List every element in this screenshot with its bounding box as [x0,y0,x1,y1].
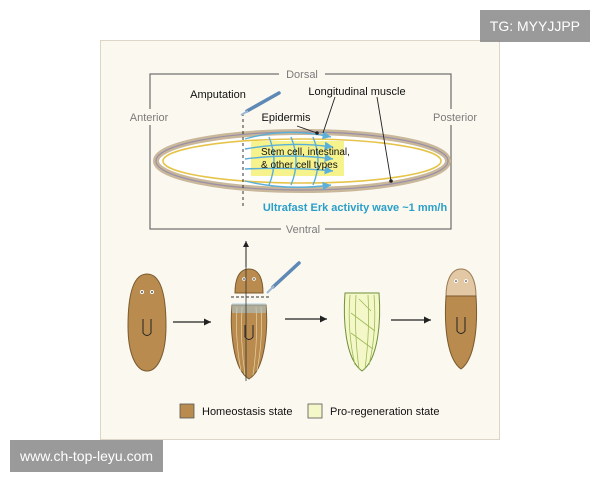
scalpel-icon-2 [266,261,301,294]
scalpel-icon [240,91,281,116]
figure-svg: Dorsal Ventral Anterior Posterior [123,68,483,419]
legend-homeostasis-label: Homeostasis state [202,406,292,418]
ventral-label: Ventral [286,224,320,236]
dorsal-label: Dorsal [286,69,318,81]
epidermis-label: Epidermis [262,112,311,124]
worm-pro-regeneration [343,292,381,372]
cells-label-line2: & other cell types [261,160,338,171]
muscle-pointer-1 [322,96,336,134]
worm-regenerated [444,268,478,370]
erk-wave-arrows [244,131,334,191]
anterior-label: Anterior [130,112,169,124]
worm-amputated [230,241,271,381]
cells-label-line1: Stem cell, intestinal, [261,147,350,158]
amputation-label: Amputation [190,89,246,101]
posterior-label: Posterior [433,112,477,124]
figure-panel: Dorsal Ventral Anterior Posterior [100,40,500,440]
legend-swatch-pro-regeneration [307,403,323,419]
longitudinal-muscle-label: Longitudinal muscle [308,86,405,98]
epidermis-pointer [296,125,318,134]
legend: Homeostasis state Pro-regeneration state [179,403,439,419]
orientation-box [123,68,483,235]
watermark-top-right: TG: MYYJJPP [479,10,590,42]
muscle-pointer-2 [376,96,392,182]
legend-swatch-homeostasis [179,403,195,419]
watermark-bottom-left: www.ch-top-leyu.com [10,440,164,472]
worm-homeostasis [127,273,167,372]
erk-wave-label: Ultrafast Erk activity wave ~1 mm/h [263,202,448,214]
legend-pro-regeneration-label: Pro-regeneration state [330,406,439,418]
